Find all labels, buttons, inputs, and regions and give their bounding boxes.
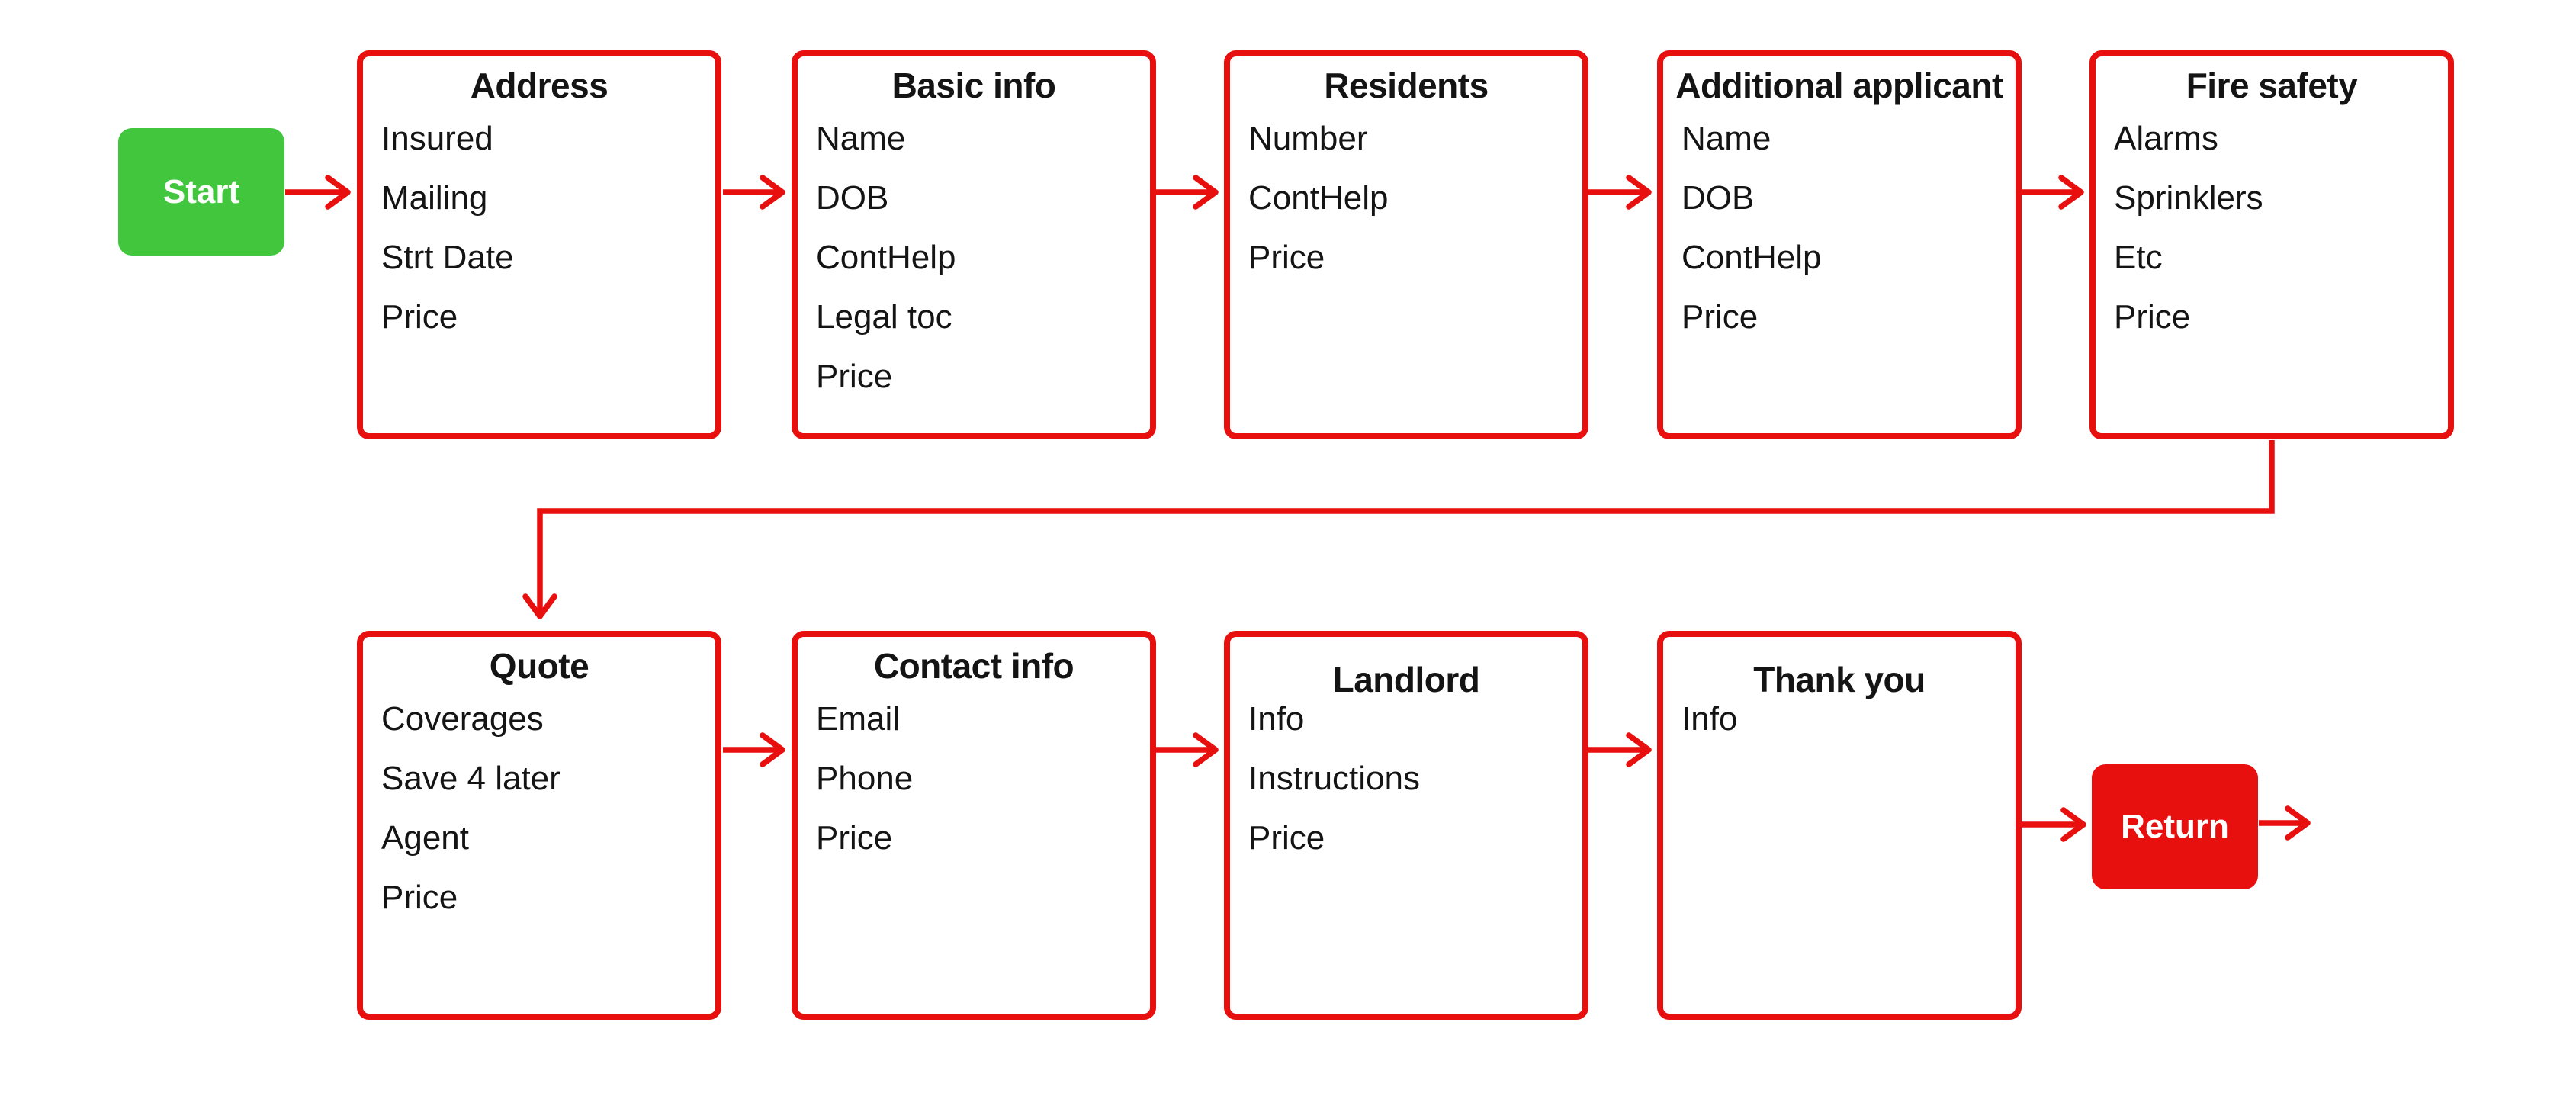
step-item: Price (816, 819, 893, 857)
step-item: Coverages (381, 700, 544, 738)
step-title: Quote (489, 646, 589, 686)
step-item: Name (1681, 120, 1771, 157)
start-node: Start (118, 128, 284, 256)
step-title: Residents (1324, 66, 1489, 105)
step-item: Email (816, 700, 901, 738)
step-title: Fire safety (2186, 66, 2358, 105)
step-item: Price (381, 298, 458, 336)
step-title: Additional applicant (1675, 66, 2003, 105)
step-item: ContHelp (1681, 239, 1822, 276)
step-title: Landlord (1332, 660, 1480, 699)
step-title: Basic info (891, 66, 1056, 105)
step-item: Price (1248, 819, 1325, 857)
step-item: Agent (381, 819, 469, 857)
connector-fire-safety-to-quote (522, 440, 2275, 619)
step-item: Etc (2114, 239, 2163, 276)
step-title: Address (470, 66, 609, 105)
step-item: Phone (816, 760, 914, 797)
step-item: Price (381, 879, 458, 916)
step-item-list: Info (1681, 690, 2008, 749)
step-item: ContHelp (1248, 179, 1389, 217)
step-item: Alarms (2114, 120, 2218, 157)
return-node: Return (2092, 764, 2258, 889)
step-item: DOB (816, 179, 889, 217)
step-item: Instructions (1248, 760, 1420, 797)
step-item: ContHelp (816, 239, 956, 276)
step-item: Price (1681, 298, 1759, 336)
step-item: Strt Date (381, 239, 514, 276)
step-item: Info (1681, 700, 1738, 738)
step-item: DOB (1681, 179, 1755, 217)
step-item: Mailing (381, 179, 488, 217)
step-item: Sprinklers (2114, 179, 2263, 217)
start-label: Start (162, 172, 240, 211)
step-item: Number (1248, 120, 1368, 157)
step-item: Legal toc (816, 298, 952, 336)
step-item: Name (816, 120, 906, 157)
step-item: Price (2114, 298, 2191, 336)
return-label: Return (2121, 808, 2229, 845)
step-title: Thank you (1753, 660, 1926, 699)
step-item: Insured (381, 120, 493, 157)
step-item: Save 4 later (381, 760, 560, 797)
step-title: Contact info (873, 646, 1074, 686)
step-item: Price (816, 358, 893, 395)
step-item: Info (1248, 700, 1305, 738)
step-item: Price (1248, 239, 1325, 276)
